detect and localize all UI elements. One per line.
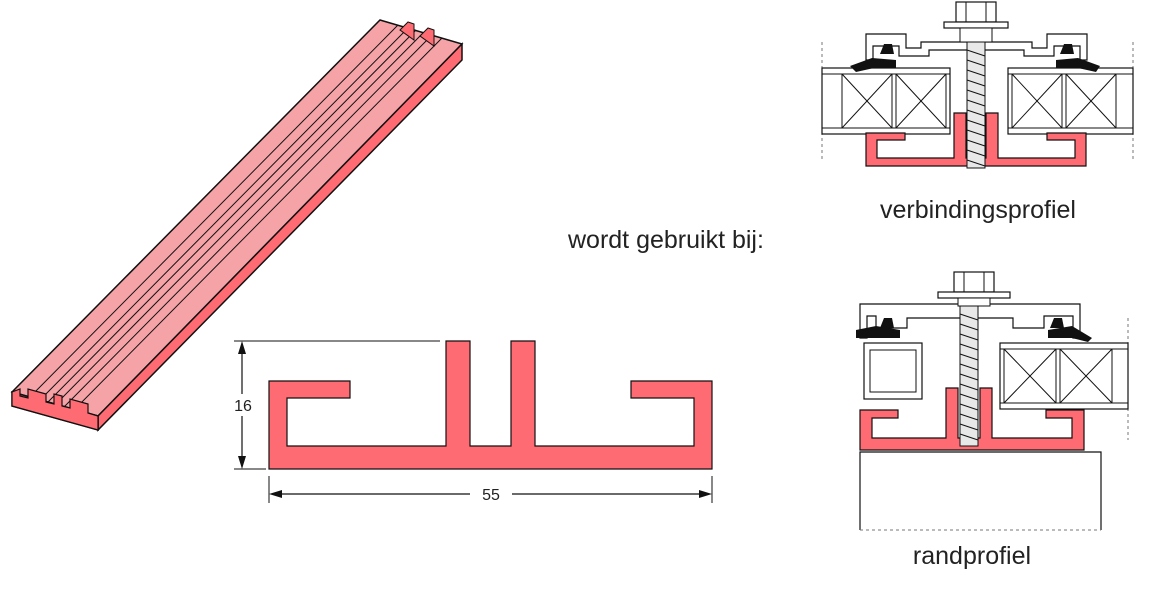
bolt-head (955, 1, 997, 23)
dim-arrow (699, 490, 712, 498)
screw-shaft (959, 305, 979, 447)
profile-end-section (11, 388, 99, 431)
seal-gasket-left (856, 326, 900, 338)
profile-cross-section: 16 55 (228, 340, 713, 506)
bolt-washer (943, 21, 1009, 29)
cover-profile (859, 303, 1081, 339)
profile-groove-line (55, 31, 425, 405)
dim-width-label: 55 (482, 487, 500, 504)
dim-arrow (238, 456, 246, 469)
edge-profile-detail (856, 271, 1129, 531)
edge-profile-caption: randprofiel (913, 542, 1031, 570)
base-profile-red (859, 387, 1085, 451)
multiwall-panel-right (1007, 67, 1134, 135)
dim-arrow (269, 490, 282, 498)
dim-height-label: 16 (234, 398, 252, 415)
profile-groove-line (29, 24, 399, 398)
profile-rib-end (399, 21, 415, 41)
profile-rib-end (419, 27, 435, 47)
base-profile-red (865, 112, 1087, 167)
profile-groove-line (63, 34, 433, 408)
profile-isometric-view (10, 19, 464, 432)
multiwall-panel-left (821, 67, 951, 135)
bolt-head (953, 271, 995, 293)
profile-groove-line (39, 27, 409, 401)
connection-profile-detail (821, 1, 1134, 169)
profile-top-face (10, 19, 464, 417)
profile-groove-line (73, 37, 443, 411)
seal-gasket-right (1056, 58, 1100, 72)
seal-gasket-left (850, 58, 896, 72)
profile-section-shape (268, 340, 713, 470)
seal-gasket-right (1048, 326, 1092, 342)
profile-groove-line (47, 29, 417, 403)
bolt-washer (937, 291, 1011, 299)
usage-heading: wordt gebruikt bij: (567, 226, 764, 254)
support-base (859, 451, 1102, 530)
profile-front-face (97, 42, 463, 432)
connection-profile-caption: verbindingsprofiel (880, 196, 1076, 224)
screw-shaft (966, 41, 986, 169)
dim-arrow (238, 341, 246, 354)
